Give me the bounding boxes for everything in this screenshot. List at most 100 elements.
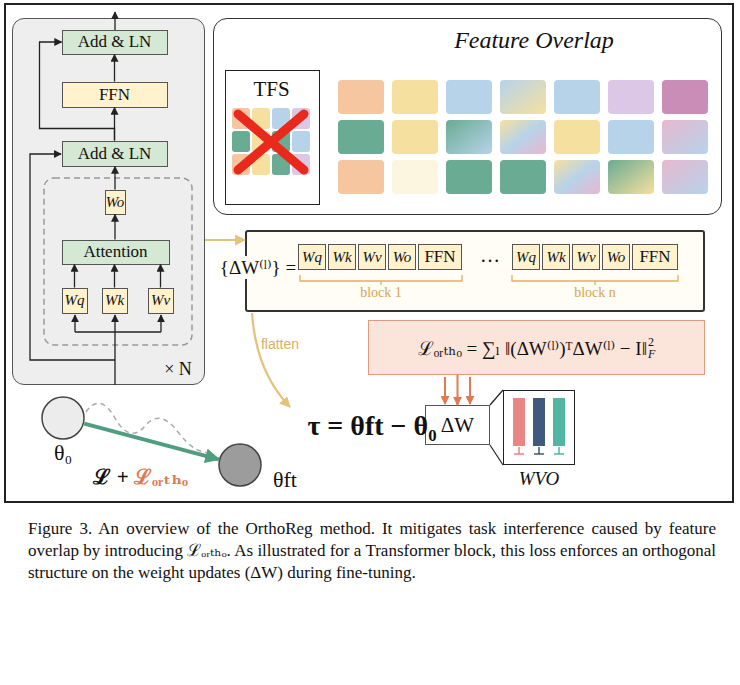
node-text: ΔW <box>441 413 474 438</box>
cross-mark <box>238 114 304 170</box>
point-circle <box>41 396 85 440</box>
node-text: Wk <box>105 292 124 309</box>
flatten-label: flatten <box>250 336 310 352</box>
connector <box>114 55 115 82</box>
flatten-arrow <box>252 313 290 407</box>
feature-tile <box>554 120 600 154</box>
ffn-box: FFN <box>62 82 168 108</box>
ffn-box: FFN <box>418 244 462 270</box>
feature-tile <box>392 160 438 194</box>
input-wire <box>74 315 75 332</box>
weight-box: Wq <box>512 244 540 270</box>
feature-tile <box>232 154 250 175</box>
attention-box: Attention <box>62 240 170 265</box>
optimization-path <box>86 403 214 452</box>
ortho-loss-label: ℒₒᵣₜₕₒ <box>134 462 230 490</box>
feature-tile <box>662 120 708 154</box>
feature-overlap-panel: Feature OverlapTFS <box>213 18 722 215</box>
feature-tile <box>232 131 250 152</box>
connector <box>74 265 75 288</box>
node-text: WVO <box>493 468 585 490</box>
node-text: Wk <box>332 249 351 266</box>
feature-tile <box>662 80 708 114</box>
weight-box: Wo <box>105 190 126 215</box>
input-wire <box>114 315 115 332</box>
matrix-bar <box>553 398 565 446</box>
connector <box>457 375 459 405</box>
weight-box: Wo <box>602 244 630 270</box>
loss-arrow <box>469 377 471 404</box>
feature-tile <box>232 108 250 129</box>
feature-tile <box>392 120 438 154</box>
node-text: Wv <box>151 292 170 309</box>
weight-box: Wk <box>102 288 128 314</box>
node-text: Wq <box>516 249 536 266</box>
connector <box>490 390 503 405</box>
ffn-box: FFN <box>632 244 678 270</box>
feature-tile <box>272 108 290 129</box>
zoom-line <box>490 445 503 465</box>
feature-tile <box>500 160 546 194</box>
matrix-bar <box>513 398 525 446</box>
weight-update-list: {ΔW⁽ˡ⁾} =WqWkWvWoFFNWqWkWvWoFFN <box>245 230 705 312</box>
point-circle <box>42 397 84 439</box>
point-circle <box>219 444 261 486</box>
loss-label: ℒ + <box>88 462 134 490</box>
node-text: Wo <box>106 194 125 211</box>
feature-tile <box>446 80 492 114</box>
weight-box: Wq <box>62 288 88 314</box>
feature-tile <box>292 108 310 129</box>
node-text: Wk <box>546 249 565 266</box>
figure-caption: Figure 3. An overview of the OrthoReg me… <box>28 518 716 584</box>
add-norm-box: Add & LN <box>62 30 168 55</box>
node-text: Wq <box>302 249 322 266</box>
node-text: θft <box>260 467 310 493</box>
weight-box: Wk <box>542 244 570 270</box>
node-text: ℒₒᵣₜₕₒ = ∑ₗ ‖(ΔW⁽ˡ⁾)ᵀΔW⁽ˡ⁾ − I‖ <box>418 335 647 361</box>
feature-tile <box>446 160 492 194</box>
feature-tile <box>338 120 384 154</box>
point-circle <box>218 443 262 487</box>
connector <box>40 42 115 141</box>
wvo-box: WVO <box>503 390 575 465</box>
node-text: Wv <box>576 249 595 266</box>
weight-box: Wv <box>572 244 600 270</box>
node-text: Wo <box>393 249 412 266</box>
input-wire <box>160 315 161 332</box>
connector <box>114 108 115 141</box>
connector <box>114 265 115 288</box>
weight-box: Wo <box>388 244 416 270</box>
node-text: Add & LN <box>78 32 152 52</box>
feature-tile <box>292 154 310 175</box>
matrix-tick <box>534 447 544 454</box>
block-bracket <box>300 275 462 285</box>
input-wire <box>75 332 161 385</box>
feature-tile <box>338 80 384 114</box>
output-wire <box>114 12 115 30</box>
node-text: 2 <box>647 336 655 348</box>
weight-box: Wq <box>298 244 326 270</box>
node-text: Add & LN <box>78 144 152 164</box>
feature-tile <box>292 131 310 152</box>
node-text: FFN <box>424 247 455 267</box>
connector <box>114 215 115 240</box>
feature-tile <box>252 154 270 175</box>
node-text: TFS <box>226 77 318 102</box>
matrix-tick <box>514 447 524 454</box>
feature-tile <box>252 108 270 129</box>
feature-tile <box>554 160 600 194</box>
outer-frame <box>5 4 733 502</box>
feature-tile <box>662 160 708 194</box>
node-text: Wv <box>362 249 381 266</box>
connector <box>205 239 245 241</box>
node-text: {ΔW⁽ˡ⁾} = <box>217 256 299 279</box>
node-text: FFN <box>639 247 670 267</box>
node-text: Wo <box>607 249 626 266</box>
connector <box>84 424 218 460</box>
loss-arrow <box>444 377 446 404</box>
attention-group <box>44 178 192 345</box>
feature-tile <box>252 131 270 152</box>
matrix-bar <box>533 398 545 446</box>
connector <box>160 265 161 288</box>
